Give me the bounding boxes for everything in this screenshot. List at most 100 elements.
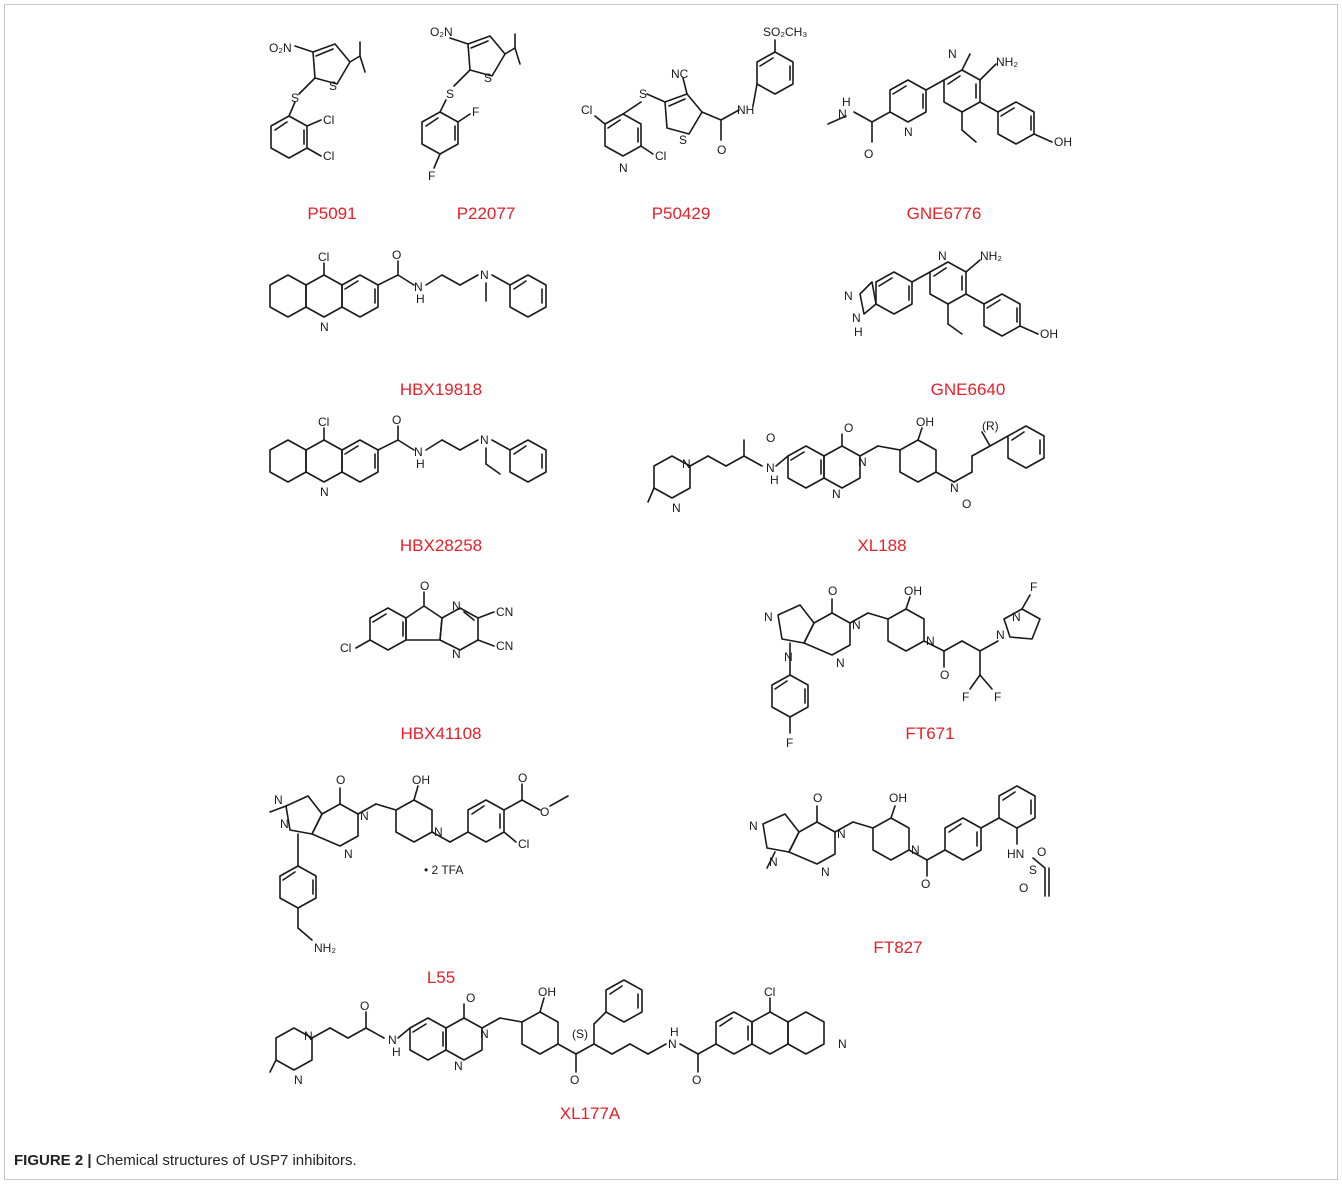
atom-label: O₂N bbox=[430, 25, 453, 39]
compound-label-gne6776: GNE6776 bbox=[906, 204, 982, 223]
atom-label: N bbox=[821, 865, 830, 879]
atom-label: H bbox=[770, 473, 779, 487]
atom-label: Cl bbox=[323, 149, 334, 163]
figure-caption: FIGURE 2 | Chemical structures of USP7 i… bbox=[14, 1152, 357, 1169]
atom-label: H bbox=[854, 325, 863, 339]
atom-label: O bbox=[392, 413, 401, 427]
atom-label: O bbox=[940, 668, 949, 682]
atom-label: N bbox=[836, 656, 845, 670]
atom-label: N bbox=[452, 599, 461, 613]
atom-label: S bbox=[639, 87, 647, 101]
atom-label: H bbox=[416, 457, 425, 471]
figure-number: FIGURE 2 | bbox=[14, 1152, 92, 1169]
atom-label: F bbox=[962, 690, 969, 704]
structure-ft827: O OH N N N N N HN S O O O bbox=[749, 785, 1050, 897]
atom-label: S bbox=[446, 87, 454, 101]
atom-label: N bbox=[769, 855, 778, 869]
atom-label: S bbox=[291, 91, 299, 105]
atom-label: CN bbox=[496, 605, 513, 619]
compound-label-p5091: P5091 bbox=[307, 204, 357, 223]
atom-label: N bbox=[414, 280, 423, 294]
atom-label: O bbox=[570, 1073, 579, 1087]
atom-label: N bbox=[294, 1073, 303, 1087]
atom-label: N bbox=[320, 320, 329, 334]
atom-label: N bbox=[452, 647, 461, 661]
compound-label-ft671: FT671 bbox=[905, 724, 955, 743]
atom-label: O bbox=[717, 143, 726, 157]
atom-label: N bbox=[1012, 610, 1021, 624]
atom-label: O bbox=[1019, 881, 1028, 895]
atom-label: N bbox=[672, 501, 681, 515]
structure-p22077: O₂N S S F F bbox=[421, 25, 521, 183]
atom-label: NH₂ bbox=[996, 55, 1018, 69]
atom-label: O bbox=[336, 773, 345, 787]
atom-label: N bbox=[304, 1029, 313, 1043]
atom-label: N bbox=[852, 618, 861, 632]
compound-label-l55: L55 bbox=[426, 968, 456, 987]
structure-gne6776: N NH₂ N H N O OH bbox=[827, 47, 1072, 161]
atom-label: N bbox=[668, 1037, 677, 1051]
atom-label: H bbox=[392, 1045, 401, 1059]
atom-label: N bbox=[619, 161, 628, 175]
atom-label: O bbox=[1037, 845, 1046, 859]
atom-label: Cl bbox=[323, 113, 334, 127]
atom-label: N bbox=[274, 793, 283, 807]
atom-label: H bbox=[670, 1025, 679, 1039]
atom-label: N bbox=[938, 249, 947, 263]
atom-label: O bbox=[420, 579, 429, 593]
atom-label: • 2 TFA bbox=[424, 863, 463, 877]
atom-label: N bbox=[904, 125, 913, 139]
atom-label: Cl bbox=[581, 103, 592, 117]
atom-label: NC bbox=[671, 67, 689, 81]
atom-label: N bbox=[320, 485, 329, 499]
atom-label: NH₂ bbox=[314, 941, 336, 955]
atom-label: NH bbox=[737, 103, 754, 117]
structure-ft671: O OH N N N N N N N O F F F F bbox=[764, 580, 1041, 750]
atom-label: O bbox=[813, 791, 822, 805]
atom-label: N bbox=[360, 809, 369, 823]
structure-gne6640: N NH₂ N N H OH bbox=[844, 249, 1058, 341]
atom-label: N bbox=[784, 650, 793, 664]
atom-label: F bbox=[994, 690, 1001, 704]
figure-caption-text: Chemical structures of USP7 inhibitors. bbox=[95, 1152, 357, 1169]
atom-label: OH bbox=[538, 985, 556, 999]
compound-label-ft827: FT827 bbox=[873, 938, 923, 957]
atom-label: N bbox=[280, 817, 289, 831]
figure-frame bbox=[4, 4, 1338, 1180]
atom-label: N bbox=[414, 445, 423, 459]
atom-label: S bbox=[679, 133, 687, 147]
atom-label: O₂N bbox=[269, 41, 292, 55]
structure-hbx19818: Cl O N H N N bbox=[269, 248, 547, 334]
atom-label: N bbox=[749, 819, 758, 833]
atom-label: N bbox=[844, 289, 853, 303]
atom-label: O bbox=[466, 991, 475, 1005]
atom-label: N bbox=[388, 1033, 397, 1047]
atom-label: O bbox=[518, 771, 527, 785]
atom-label: N bbox=[950, 481, 959, 495]
atom-label: F bbox=[472, 105, 479, 119]
atom-label: (R) bbox=[982, 419, 999, 433]
atom-label: (S) bbox=[572, 1027, 588, 1041]
atom-label: O bbox=[828, 584, 837, 598]
atom-label: N bbox=[454, 1059, 463, 1073]
atom-label: O bbox=[360, 999, 369, 1013]
compound-label-xl177a: XL177A bbox=[559, 1104, 621, 1123]
atom-label: N bbox=[480, 1027, 489, 1041]
atom-label: N bbox=[837, 827, 846, 841]
structure-xl188: N O OH (R) N N O N H N N O bbox=[647, 415, 1045, 515]
compound-label-hbx41108: HBX41108 bbox=[400, 724, 482, 743]
atom-label: Cl bbox=[518, 837, 529, 851]
atom-label: N bbox=[480, 433, 489, 447]
compound-label-xl188: XL188 bbox=[857, 536, 907, 555]
atom-label: OH bbox=[1054, 135, 1072, 149]
atom-label: O bbox=[766, 431, 775, 445]
atom-label: CN bbox=[496, 639, 513, 653]
atom-label: O bbox=[962, 497, 971, 511]
structure-p5091: O₂N S S Cl Cl bbox=[269, 41, 366, 163]
atom-label: Cl bbox=[318, 415, 329, 429]
atom-label: Cl bbox=[340, 641, 351, 655]
atom-label: O bbox=[864, 147, 873, 161]
atom-label: N bbox=[911, 843, 920, 857]
atom-label: O bbox=[540, 805, 549, 819]
atom-label: OH bbox=[412, 773, 430, 787]
